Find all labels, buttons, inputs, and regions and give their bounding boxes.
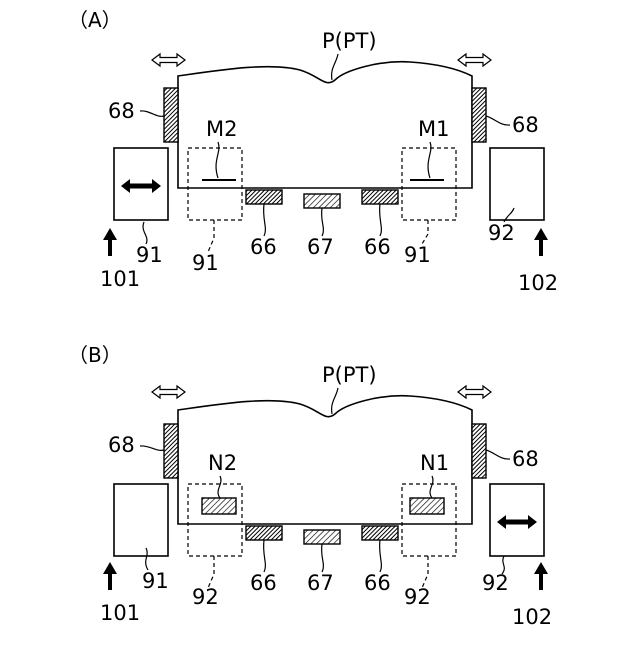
left-box-label: 91 bbox=[142, 569, 169, 593]
leader bbox=[428, 142, 431, 178]
dashed-left-label: 91 bbox=[192, 251, 219, 275]
mark-n2-label: N2 bbox=[208, 451, 237, 475]
dashed-left-label: 92 bbox=[192, 585, 219, 609]
arrow-right-label: 102 bbox=[512, 605, 552, 629]
bottom-block-center bbox=[304, 530, 340, 544]
sheet-leader bbox=[332, 54, 338, 80]
side-member-right-label: 68 bbox=[512, 447, 539, 471]
leader bbox=[430, 476, 433, 498]
bottom-block-left-label: 66 bbox=[250, 235, 277, 259]
panel-b-label: （B） bbox=[68, 343, 122, 367]
double-arrow-solid-icon bbox=[497, 515, 537, 529]
side-member-right bbox=[472, 424, 486, 478]
side-member-right bbox=[472, 88, 486, 142]
arrow-right-label: 102 bbox=[518, 271, 558, 295]
left-box bbox=[114, 484, 168, 556]
mark-m2-label: M2 bbox=[206, 117, 237, 141]
leader bbox=[143, 222, 147, 244]
bottom-block-right bbox=[362, 526, 398, 540]
leader bbox=[486, 116, 510, 125]
bottom-block-right-label: 66 bbox=[364, 235, 391, 259]
leader bbox=[380, 540, 382, 572]
side-member-left-label: 68 bbox=[108, 99, 135, 123]
leader bbox=[486, 450, 510, 459]
leader bbox=[146, 548, 148, 570]
dashed-region-right bbox=[402, 484, 456, 556]
sheet-leader bbox=[332, 388, 338, 414]
bottom-block-center-label: 67 bbox=[307, 235, 334, 259]
mark-n2 bbox=[202, 498, 236, 514]
mark-n1 bbox=[410, 498, 444, 514]
side-member-right-label: 68 bbox=[512, 113, 539, 137]
leader bbox=[422, 220, 428, 244]
arrow-left-label: 101 bbox=[100, 267, 140, 291]
bottom-block-left-label: 66 bbox=[250, 571, 277, 595]
leader bbox=[140, 446, 164, 450]
panel-a-label: （A） bbox=[68, 8, 122, 32]
double-arrow-icon bbox=[152, 386, 185, 398]
leader bbox=[218, 476, 221, 498]
panel-a: （A） P(PT) 68 68 M2 M1 66 bbox=[68, 8, 558, 295]
leader bbox=[322, 208, 324, 236]
leader bbox=[380, 204, 382, 236]
up-arrow-icon bbox=[534, 228, 548, 256]
bottom-block-center-label: 67 bbox=[307, 571, 334, 595]
dashed-region-left bbox=[188, 148, 242, 220]
panel-b: （B） P(PT) 68 68 N2 N1 66 67 66 bbox=[68, 343, 552, 629]
leader bbox=[264, 540, 266, 572]
double-arrow-solid-icon bbox=[121, 179, 161, 193]
up-arrow-icon bbox=[103, 228, 117, 256]
double-arrow-icon bbox=[152, 54, 185, 66]
leader bbox=[322, 544, 324, 572]
sheet-label: P(PT) bbox=[322, 363, 377, 387]
mark-n1-label: N1 bbox=[420, 451, 449, 475]
dashed-right-label: 91 bbox=[404, 243, 431, 267]
right-box-label: 92 bbox=[488, 221, 515, 245]
bottom-block-center bbox=[304, 194, 340, 208]
bottom-block-left bbox=[246, 526, 282, 540]
dashed-right-label: 92 bbox=[404, 585, 431, 609]
double-arrow-icon bbox=[458, 54, 491, 66]
leader bbox=[264, 204, 266, 236]
mark-m1-label: M1 bbox=[418, 117, 449, 141]
left-box-label: 91 bbox=[136, 243, 163, 267]
leader bbox=[422, 556, 428, 588]
up-arrow-icon bbox=[534, 562, 548, 590]
double-arrow-icon bbox=[458, 386, 491, 398]
right-box-label: 92 bbox=[482, 571, 509, 595]
dashed-region-left bbox=[188, 484, 242, 556]
leader bbox=[140, 111, 164, 116]
leader bbox=[208, 556, 214, 588]
arrow-left-label: 101 bbox=[100, 601, 140, 625]
side-member-left bbox=[164, 88, 178, 142]
bottom-block-left bbox=[246, 190, 282, 204]
bottom-block-right bbox=[362, 190, 398, 204]
right-box bbox=[490, 148, 544, 220]
sheet-label: P(PT) bbox=[322, 29, 377, 53]
side-member-left-label: 68 bbox=[108, 433, 135, 457]
side-member-left bbox=[164, 424, 178, 478]
leader bbox=[208, 220, 214, 252]
up-arrow-icon bbox=[103, 562, 117, 590]
bottom-block-right-label: 66 bbox=[364, 571, 391, 595]
